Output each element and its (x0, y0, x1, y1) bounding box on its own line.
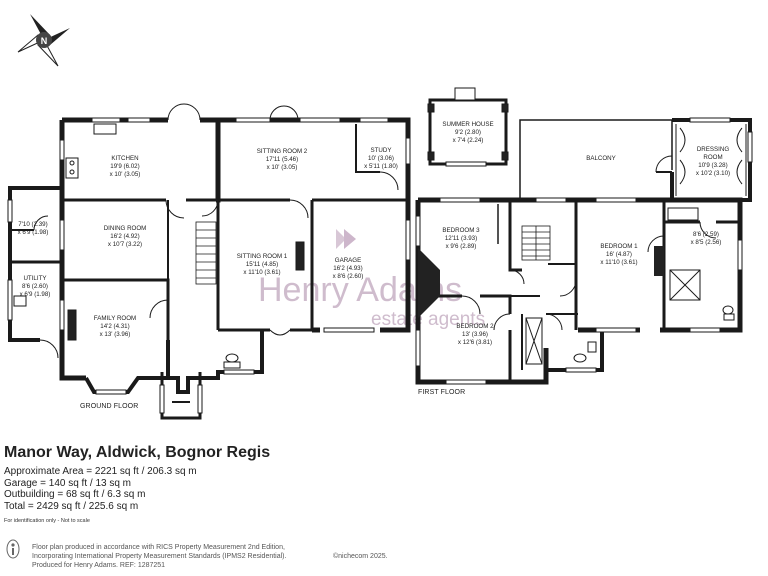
kitchen-size: 19'9 (6.02) (110, 163, 139, 170)
total-area-text: Total = 2429 sq ft / 225.6 sq m (4, 500, 139, 512)
dressing-label: DRESSING (697, 146, 730, 153)
bed1-label: BEDROOM 1 (600, 243, 638, 250)
bed3-label: BEDROOM 3 (442, 227, 480, 234)
bed1-size: 16' (4.87) (606, 251, 632, 258)
summer-label: SUMMER HOUSE (442, 121, 493, 128)
sitting2-size2: x 10' (3.05) (267, 164, 298, 171)
utility-size2: x 6'9 (1.98) (20, 291, 51, 298)
compass-letter: N (41, 36, 48, 46)
first-floor-fixtures (418, 124, 747, 365)
dressing-label2: ROOM (703, 154, 722, 161)
summer-size2: x 7'4 (2.24) (453, 137, 484, 144)
sitting1-label: SITTING ROOM 1 (237, 253, 288, 260)
ground-floor-fixtures (13, 103, 399, 369)
footer: Floor plan produced in accordance with R… (4, 537, 404, 570)
footer-text: Floor plan produced in accordance with R… (32, 543, 388, 570)
footer-line2: Incorporating International Property Mea… (32, 553, 287, 560)
study-size: 10' (3.06) (368, 155, 394, 162)
ground-floor-label: GROUND FLOOR (80, 403, 138, 410)
approx-area-text: Approximate Area = 2221 sq ft / 206.3 sq… (4, 466, 197, 477)
dining-label: DINING ROOM (104, 225, 147, 232)
store-size: 7'10 (2.39) (18, 221, 47, 228)
room-labels: KITCHEN 19'9 (6.02) x 10' (3.05) DINING … (18, 121, 730, 346)
dressing-size2: x 10'2 (3.10) (696, 170, 730, 177)
garage-size2: x 8'6 (2.60) (333, 273, 364, 280)
dining-size: 16'2 (4.92) (110, 233, 139, 240)
ground-floor-walls (8, 117, 411, 420)
ensuite-size: 8'6 (2.59) (693, 231, 719, 238)
garage-label: GARAGE (335, 257, 361, 264)
kitchen-label: KITCHEN (111, 155, 138, 162)
watermark-tagline: estate agents (371, 309, 485, 330)
garage-size: 16'2 (4.93) (333, 265, 362, 272)
bed3-size2: x 9'6 (2.89) (446, 243, 477, 250)
ensuite-size2: x 8'5 (2.56) (691, 239, 722, 246)
floor-plan: N Henry Adams estate agents (7, 14, 753, 420)
bed3-size: 12'11 (3.93) (445, 235, 477, 242)
footer-credit: ©nichecom 2025. (333, 553, 388, 560)
compass-icon: N (17, 14, 70, 67)
measurement-badge-icon (6, 539, 20, 559)
bed2-label: BEDROOM 2 (456, 323, 494, 330)
outbuilding-area-text: Outbuilding = 68 sq ft / 6.3 sq m (4, 489, 146, 501)
area-summary: Approximate Area = 2221 sq ft / 206.3 sq… (4, 466, 197, 512)
summer-house-walls (427, 87, 509, 167)
family-size: 14'2 (4.31) (100, 323, 129, 330)
property-title: Manor Way, Aldwick, Bognor Regis (4, 444, 271, 461)
first-floor-label: FIRST FLOOR (418, 389, 465, 396)
sitting2-size: 17'11 (5.46) (266, 156, 298, 163)
summer-size: 9'2 (2.80) (455, 129, 481, 136)
first-floor-windows (415, 117, 753, 385)
dressing-size: 10'9 (3.28) (698, 162, 727, 169)
store-size2: x 6'9 (1.98) (18, 229, 49, 236)
sitting2-label: SITTING ROOM 2 (257, 148, 308, 155)
bed1-size2: x 11'10 (3.61) (600, 259, 637, 266)
sitting1-size2: x 11'10 (3.61) (243, 269, 280, 276)
disclaimer-note: For identification only - Not to scale (4, 518, 90, 524)
balcony-label: BALCONY (586, 155, 616, 162)
study-label: STUDY (371, 147, 392, 154)
study-size2: x 5'11 (1.80) (364, 163, 398, 170)
footer-line3: Produced for Henry Adams. REF: 1287251 (32, 562, 166, 569)
family-size2: x 13' (3.96) (100, 331, 131, 338)
family-label: FAMILY ROOM (94, 315, 136, 322)
sitting1-size: 15'11 (4.85) (246, 261, 278, 268)
footer-line1: Floor plan produced in accordance with R… (32, 544, 285, 551)
dining-size2: x 10'7 (3.22) (108, 241, 142, 248)
garage-area-text: Garage = 140 sq ft / 13 sq m (4, 477, 132, 489)
bed2-size: 13' (3.96) (462, 331, 488, 338)
ground-floor-windows (7, 117, 411, 414)
bed2-size2: x 12'6 (3.81) (458, 339, 492, 346)
kitchen-size2: x 10' (3.05) (110, 171, 141, 178)
utility-label: UTILITY (23, 275, 46, 282)
utility-size: 8'6 (2.60) (22, 283, 48, 290)
